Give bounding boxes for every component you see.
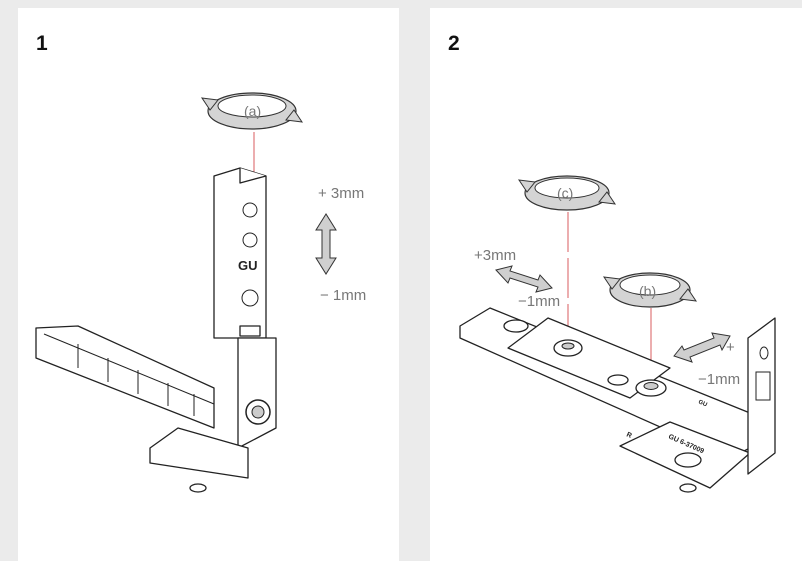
brand-mark: GU xyxy=(238,258,258,273)
rotation-label-c: (c) xyxy=(557,185,573,201)
adjust-minus-label: − 1mm xyxy=(320,287,366,304)
vertical-plate xyxy=(747,317,776,475)
rotation-label-a: (a) xyxy=(244,103,261,119)
adjust-plus-label: + 3mm xyxy=(318,185,364,202)
step-1-panel: 1 (a) GU xyxy=(18,8,399,561)
double-arrow-icon xyxy=(673,332,731,363)
step-number: 2 xyxy=(448,32,460,55)
adjust-b-plus-label: + xyxy=(726,339,735,356)
plate-marking: R xyxy=(625,431,632,439)
vertical-bracket: GU xyxy=(213,167,277,449)
step-number: 1 xyxy=(36,32,48,55)
hinge-plate: GU 6-37009 R GU xyxy=(459,307,751,493)
adjust-b-minus-label: −1mm xyxy=(698,371,740,388)
plate-marking: GU xyxy=(697,399,708,408)
hinge-adjust-diagram-2: (c) (b) GU 6-37009 R GU xyxy=(459,175,776,493)
step-2-panel: 2 (c) (b) xyxy=(430,8,802,561)
rotate-arrow-icon xyxy=(517,175,617,211)
rotate-arrow-icon xyxy=(602,272,698,308)
adjust-c-plus-label: +3mm xyxy=(474,247,516,264)
horizontal-rail xyxy=(35,325,249,493)
rotate-arrow-icon xyxy=(200,92,304,130)
double-arrow-icon xyxy=(495,265,553,293)
double-arrow-icon xyxy=(315,213,337,275)
rotation-label-b: (b) xyxy=(639,283,656,299)
hinge-adjust-diagram-1: (a) GU + 3mm − 1mm xyxy=(35,92,366,493)
adjust-c-minus-label: −1mm xyxy=(518,293,560,310)
